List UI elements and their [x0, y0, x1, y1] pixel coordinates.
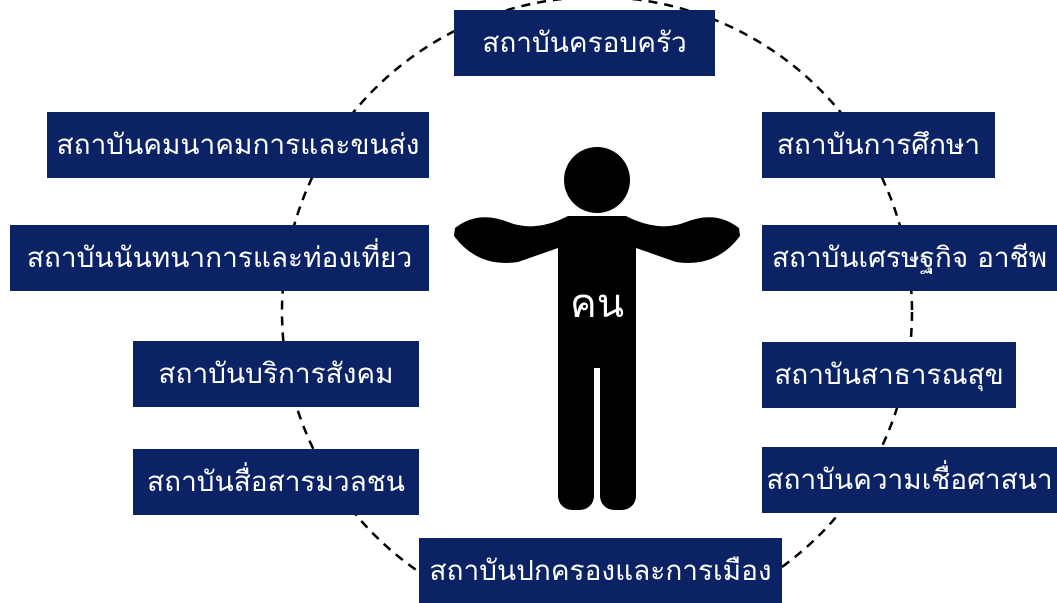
box-economy: สถาบันเศรษฐกิจ อาชีพ: [762, 225, 1057, 291]
box-religion: สถาบันความเชื่อศาสนา: [762, 447, 1057, 513]
box-governance: สถาบันปกครองและการเมือง: [419, 538, 782, 603]
box-recreation-tourism: สถาบันนันทนาการและท่องเที่ยว: [10, 225, 429, 291]
box-family: สถาบันครอบครัว: [454, 10, 715, 76]
box-health: สถาบันสาธารณสุข: [762, 342, 1016, 408]
box-social-services: สถาบันบริการสังคม: [133, 341, 419, 407]
person-torso-arms: [454, 216, 740, 368]
person-label: คน: [569, 281, 625, 327]
person-head: [564, 147, 630, 213]
box-transport: สถาบันคมนาคมการและขนส่ง: [47, 112, 429, 178]
box-education: สถาบันการศึกษา: [762, 112, 995, 178]
person-right-leg: [600, 355, 636, 510]
box-mass-media: สถาบันสื่อสารมวลชน: [133, 449, 419, 515]
person-left-leg: [558, 355, 594, 510]
